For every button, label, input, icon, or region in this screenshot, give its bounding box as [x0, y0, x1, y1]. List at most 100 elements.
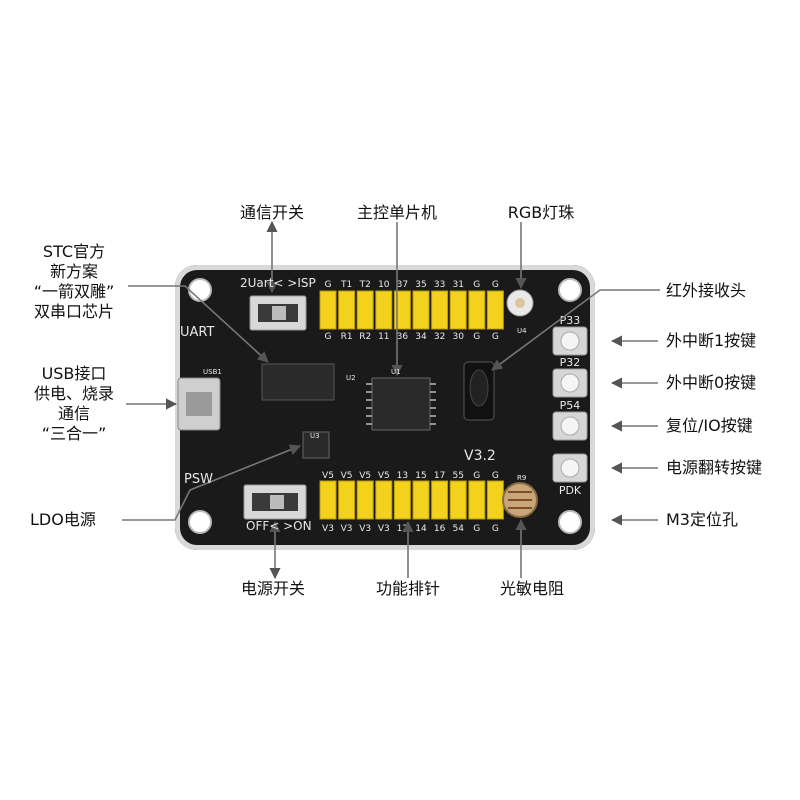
label-mcu: 主控单片机 [356, 203, 438, 222]
tact-button-cap [560, 373, 580, 393]
header-pin [338, 290, 356, 330]
header-pin-label: G [492, 332, 499, 342]
header-pin-label: V5 [341, 471, 353, 481]
header-pin-label: 12 [397, 524, 408, 534]
header-pin-label: 14 [415, 524, 427, 534]
label-ext-int0: 外中断0按键 [666, 373, 757, 392]
header-pin-label: 54 [452, 524, 464, 534]
label-comm-switch: 通信开关 [239, 203, 305, 222]
mcu-chip [366, 377, 436, 431]
silk-u4: U4 [517, 327, 527, 335]
label-m3: M3定位孔 [666, 510, 738, 529]
label-ir: 红外接收头 [666, 281, 747, 300]
header-pin [412, 290, 430, 330]
ldo-regulator [302, 431, 330, 459]
label-stc-line3: “一箭双雕” [33, 282, 115, 301]
header-pin-label: 35 [415, 280, 426, 290]
header-pin-label: 13 [397, 471, 408, 481]
header-pin [431, 290, 449, 330]
callout-lines [122, 220, 660, 580]
header-pin [375, 290, 393, 330]
label-stc-line2: 新方案 [49, 262, 98, 281]
header-pin-label: 32 [434, 332, 445, 342]
label-header: 功能排针 [375, 579, 441, 598]
header-pin-label: 11 [378, 332, 389, 342]
silk-psw: PSW [184, 472, 213, 487]
header-pin [319, 290, 337, 330]
header-pin [412, 480, 430, 520]
label-ext-int1: 外中断1按键 [666, 331, 757, 350]
label-rgb: RGB灯珠 [507, 203, 575, 222]
label-reset: 复位/IO按键 [666, 416, 753, 435]
header-pin-label: T1 [340, 280, 352, 290]
header-pin [319, 480, 337, 520]
header-pin-label: V5 [378, 471, 390, 481]
header-pin [486, 290, 504, 330]
label-ldo: LDO电源 [30, 510, 96, 529]
label-usb-line4: “三合一” [41, 424, 107, 443]
header-pin-label: 30 [452, 332, 464, 342]
button-label: P54 [560, 399, 581, 412]
header-pin-label: 37 [397, 280, 408, 290]
header-pin-label: 10 [378, 280, 390, 290]
header-pin-label: 31 [452, 280, 463, 290]
header-pin [449, 480, 467, 520]
label-photo: 光敏电阻 [499, 579, 565, 598]
header-pin-label: G [473, 280, 480, 290]
silk-u3: U3 [310, 432, 320, 440]
photoresistor [502, 482, 538, 518]
header-pin [449, 290, 467, 330]
header-pin-label: G [473, 471, 480, 481]
comm-slide-switch [249, 295, 307, 331]
header-pin-label: V3 [322, 524, 334, 534]
header-pin-label: G [325, 332, 332, 342]
button-label: P32 [560, 356, 581, 369]
label-usb-line2: 供电、烧录 [33, 384, 114, 403]
header-pin-label: 55 [452, 471, 463, 481]
header-pin-label: 15 [415, 471, 426, 481]
header-pin-label: 34 [415, 332, 427, 342]
silk-comm: 2Uart< >ISP [240, 276, 316, 290]
label-usb-line1: USB接口 [41, 364, 107, 383]
header-pin [356, 290, 374, 330]
header-pin [431, 480, 449, 520]
header-pin-label: G [492, 471, 499, 481]
header-pin-label: R1 [341, 332, 353, 342]
tact-button-cap [560, 416, 580, 436]
ir-receiver [463, 361, 495, 421]
silk-usb: USB1 [203, 368, 222, 376]
header-pin [468, 290, 486, 330]
header-pin-label: G [492, 524, 499, 534]
silk-r9: R9 [517, 474, 527, 482]
tact-button-cap [560, 458, 580, 478]
usb-connector [177, 377, 221, 431]
header-pin-label: V5 [322, 471, 334, 481]
button-label: PDK [559, 484, 582, 497]
tact-button-cap [560, 331, 580, 351]
label-power-switch: 电源开关 [240, 579, 306, 598]
power-slide-switch [243, 484, 307, 520]
silk-u2: U2 [346, 374, 356, 382]
header-pin [486, 480, 504, 520]
header-pin [356, 480, 374, 520]
header-pin-label: G [473, 332, 480, 342]
label-usb: USB接口 供电、烧录 通信 “三合一” [12, 364, 136, 444]
silk-uart: UART [180, 325, 215, 340]
header-pin [393, 480, 411, 520]
header-pin [338, 480, 356, 520]
header-pin-label: G [325, 280, 332, 290]
header-pin-label: 33 [434, 280, 445, 290]
header-pin [375, 480, 393, 520]
mounting-holes [188, 278, 582, 534]
header-pin-label: V3 [341, 524, 353, 534]
header-pin-label: R2 [359, 332, 371, 342]
header-pin-label: V5 [359, 471, 371, 481]
label-stc-line4: 双串口芯片 [33, 302, 114, 321]
dual-uart-chip [261, 363, 335, 401]
silk-u1: U1 [391, 368, 401, 376]
header-pin-label: V3 [359, 524, 371, 534]
